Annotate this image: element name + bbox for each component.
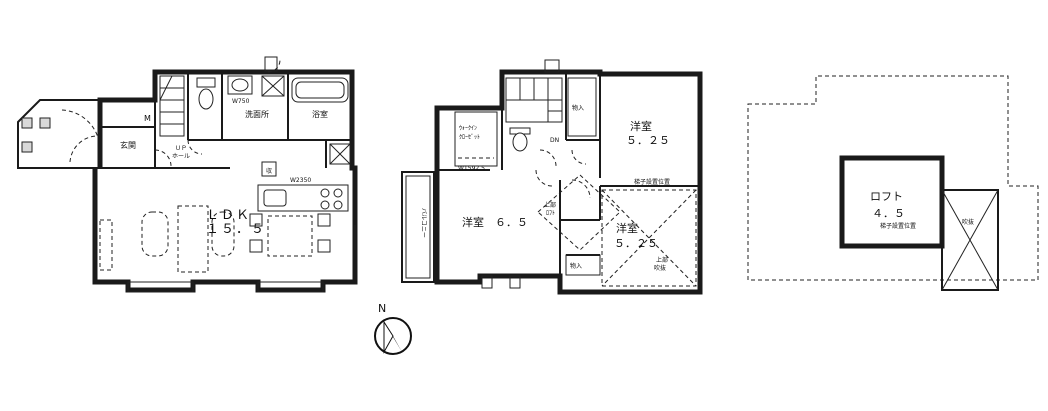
loft-plan: ロフト ４．５ 吹抜 梯子設置位置	[747, 75, 1039, 291]
door-swing	[571, 179, 591, 199]
door-swing	[154, 149, 172, 167]
bathtub-icon	[291, 77, 349, 103]
planter-icon	[21, 141, 33, 153]
window	[127, 281, 194, 293]
window	[544, 59, 560, 73]
coffee-table	[211, 211, 235, 257]
storage-monoire	[565, 254, 601, 276]
loft-size-label: ４．５	[872, 207, 905, 220]
ldk-label: ＬＤＫ	[206, 208, 251, 223]
refrigerator-space	[261, 161, 277, 177]
second-floor-outer-wall	[434, 69, 703, 295]
dn-label: DN	[550, 137, 559, 144]
yoshitsu-c-size: ５．２５	[614, 237, 658, 250]
staircase-1f	[159, 75, 185, 137]
loft-outline	[747, 75, 1039, 281]
entrance-porch	[17, 99, 101, 169]
staircase-2f	[505, 77, 563, 123]
shu-label: 収	[266, 168, 272, 175]
toilet-icon	[509, 127, 531, 152]
window	[257, 281, 324, 293]
north-compass: N	[374, 302, 412, 355]
storage-shu	[329, 143, 351, 165]
sofa	[99, 219, 113, 271]
w2350-label: W2350	[290, 177, 311, 184]
window	[509, 275, 521, 289]
toilet-icon	[196, 77, 216, 110]
w1592-label: W1592.5	[458, 165, 485, 172]
void-above-label: 上部	[656, 256, 668, 264]
window	[264, 56, 278, 72]
void-above-label: 吹抜	[654, 264, 666, 272]
balcony-label: バルコニー	[420, 208, 427, 238]
dining-table	[177, 205, 209, 273]
loft-above-label: ﾛﾌﾄ	[546, 210, 555, 217]
storage-monoire	[567, 77, 597, 137]
washing-machine-space	[261, 75, 285, 97]
m-label: M	[144, 114, 151, 123]
walkin-closet	[454, 111, 498, 167]
genkan-label: 玄関	[120, 140, 136, 150]
door-swing	[187, 139, 203, 155]
walkin-label: ｳｫｰｸｲﾝ	[459, 125, 477, 132]
hall-up-label: ＵＰ	[175, 145, 187, 152]
door-swing	[69, 135, 97, 163]
yoshitsu-b-label: 洋室	[630, 119, 652, 133]
yoshitsu-c-label: 洋室	[616, 221, 638, 235]
door-swing	[267, 59, 281, 73]
loft-above-area	[537, 174, 621, 251]
loft-above-label: 上部	[544, 201, 556, 209]
monoire-label: 物入	[572, 104, 584, 112]
second-floor-plan: 洋室 ６．５ 洋室 ５．２５ 洋室 ５．２５ ｳｫｰｸｲﾝ ｸﾛｰｾﾞｯﾄ 物入…	[401, 59, 703, 295]
yokushitsu-label: 浴室	[312, 109, 328, 119]
ladder-position-label: 梯子設置位置	[880, 222, 916, 230]
closet-label: ｸﾛｰｾﾞｯﾄ	[459, 134, 480, 141]
senmenjo-label: 洗面所	[245, 109, 269, 119]
planter-icon	[21, 117, 33, 129]
planter-icon	[39, 117, 51, 129]
coffee-table	[141, 211, 169, 257]
monoire-label: 物入	[570, 262, 582, 270]
first-floor-outer-wall	[92, 69, 358, 293]
entry-door-swing	[61, 109, 101, 151]
balcony	[401, 171, 435, 283]
fukinuke-label: 吹抜	[962, 218, 974, 226]
kitchen-counter	[257, 184, 349, 212]
window	[481, 275, 493, 289]
w750-label: W750	[232, 98, 250, 105]
ldk-size-label: １５．５	[206, 222, 266, 237]
loft-void	[941, 189, 999, 291]
ladder-position-label: 梯子設置位置	[634, 178, 670, 186]
north-label: N	[378, 302, 386, 315]
dining-table	[267, 215, 313, 257]
yoshitsu-a-label: 洋室 ６．５	[462, 215, 528, 229]
yoshitsu-b-size: ５．２５	[626, 134, 670, 147]
washbasin-icon	[227, 75, 253, 95]
first-floor-plan: ＬＤＫ １５．５ 玄関 ＵＰ ホール M 洗面所 浴室 W750 W2350 収	[17, 56, 358, 293]
door-swing	[535, 169, 553, 187]
hall-label: ホール	[172, 153, 190, 160]
loft-name-label: ロフト	[870, 190, 903, 203]
door-swing	[571, 149, 587, 165]
door-swing	[539, 149, 557, 167]
